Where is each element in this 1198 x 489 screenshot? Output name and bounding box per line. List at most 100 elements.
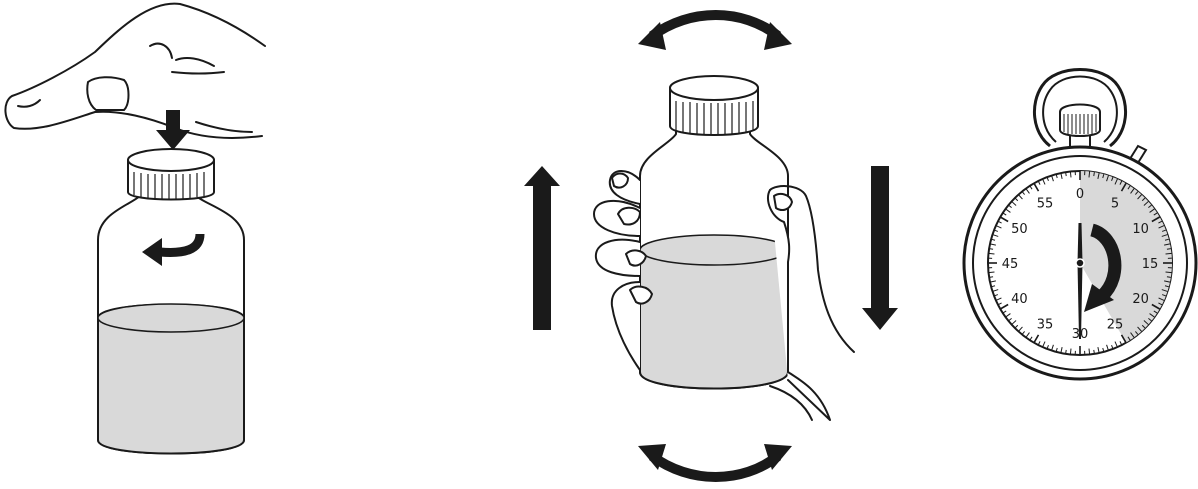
dial-tick bbox=[989, 248, 994, 250]
dial-tick bbox=[1106, 344, 1109, 351]
stopwatch-hand bbox=[1077, 223, 1083, 339]
dial-tick bbox=[1011, 320, 1017, 325]
rotate-arrow-icon bbox=[638, 444, 792, 482]
dial-tick bbox=[1161, 229, 1167, 232]
dial-tick bbox=[1046, 344, 1049, 350]
dial-labels: 0510152025303540455055 bbox=[1002, 187, 1159, 342]
dial-tick bbox=[1060, 347, 1063, 354]
dial-tick bbox=[1051, 175, 1054, 182]
dial-tick bbox=[1153, 310, 1158, 314]
dial-tick bbox=[1055, 174, 1058, 179]
dial-tick bbox=[995, 297, 1002, 301]
dial-tick bbox=[989, 280, 996, 283]
panel-shake-bottle bbox=[524, 10, 898, 482]
dial-tick bbox=[1111, 344, 1114, 350]
dial-tick bbox=[1120, 334, 1127, 344]
dial-tick bbox=[1164, 243, 1171, 246]
dial-tick bbox=[1148, 317, 1152, 322]
bottle-icon bbox=[639, 75, 789, 390]
dial-tick bbox=[1137, 326, 1142, 332]
dial-label: 50 bbox=[1011, 222, 1028, 237]
dial-tick bbox=[1106, 175, 1109, 182]
dial-tick bbox=[1102, 174, 1105, 179]
clockwise-arrow-head bbox=[1084, 284, 1114, 312]
dial-tick bbox=[1002, 212, 1007, 216]
dial-tick bbox=[1102, 347, 1105, 352]
dial-label: 45 bbox=[1002, 257, 1019, 272]
dial-tick bbox=[1114, 178, 1118, 185]
dial-tick bbox=[1119, 341, 1123, 346]
stopwatch-icon: 0510152025303540455055 bbox=[962, 68, 1198, 381]
dial-tick bbox=[1127, 336, 1131, 341]
dial-tick bbox=[988, 271, 995, 274]
dial-tick bbox=[1137, 194, 1142, 200]
dial-tick bbox=[1148, 204, 1152, 209]
down-arrow-icon bbox=[862, 166, 898, 330]
dial-tick bbox=[991, 238, 996, 241]
hand-icon bbox=[593, 170, 855, 421]
dial-tick bbox=[1033, 334, 1040, 344]
dial-label: 55 bbox=[1037, 196, 1054, 211]
dial-tick bbox=[988, 252, 995, 255]
dial-tick bbox=[1051, 344, 1054, 351]
dial-tick bbox=[997, 220, 1002, 224]
dial-tick bbox=[1065, 349, 1067, 354]
dial-tick bbox=[1069, 348, 1072, 355]
dial-tick bbox=[1029, 185, 1033, 190]
dial-tick bbox=[1119, 180, 1123, 185]
panel-press-and-turn-cap bbox=[4, 2, 266, 455]
dial-tick bbox=[1130, 332, 1135, 338]
dial-tick bbox=[1164, 280, 1171, 283]
dial-tick bbox=[999, 303, 1009, 310]
dial-tick bbox=[999, 216, 1009, 223]
dial-tick bbox=[992, 289, 999, 292]
dial-tick bbox=[1111, 176, 1114, 182]
dial-tick bbox=[1008, 204, 1012, 209]
dial-tick bbox=[1153, 212, 1158, 216]
dial-tick bbox=[1065, 172, 1067, 177]
dial-tick bbox=[1060, 172, 1063, 179]
dial-tick bbox=[1037, 341, 1041, 346]
dial-tick bbox=[1025, 188, 1030, 194]
dial-tick bbox=[1097, 347, 1100, 354]
dial-tick bbox=[1021, 191, 1026, 195]
dial-tick bbox=[995, 225, 1002, 229]
dial-tick bbox=[1025, 332, 1030, 338]
dial-tick bbox=[1158, 297, 1165, 301]
dial-tick bbox=[1151, 303, 1161, 310]
dial-tick bbox=[997, 302, 1002, 306]
dial-tick bbox=[1158, 220, 1163, 224]
dial-tick bbox=[1042, 341, 1046, 348]
dial-label: 35 bbox=[1037, 318, 1054, 333]
dial-ticks bbox=[988, 171, 1172, 355]
dial-tick bbox=[1069, 171, 1072, 178]
dial-tick bbox=[1029, 336, 1033, 341]
dial-tick bbox=[1014, 324, 1019, 329]
dial-tick bbox=[1161, 289, 1168, 292]
dial-tick bbox=[989, 276, 994, 278]
dial-tick bbox=[1120, 182, 1127, 192]
dial-tick bbox=[1165, 252, 1172, 255]
dial-tick bbox=[1033, 182, 1040, 192]
dial-tick bbox=[1018, 194, 1023, 200]
dial-tick bbox=[1161, 234, 1168, 237]
turn-arrow-icon bbox=[142, 233, 205, 266]
dial-tick bbox=[1005, 208, 1011, 213]
dial-label: 15 bbox=[1142, 257, 1159, 272]
dial-tick bbox=[1141, 324, 1146, 329]
dial-tick bbox=[1166, 276, 1171, 278]
dial-tick bbox=[993, 229, 999, 232]
dial-tick bbox=[1165, 271, 1172, 274]
dial-tick bbox=[1037, 180, 1041, 185]
dial-tick bbox=[1166, 248, 1171, 250]
dial-label: 0 bbox=[1076, 187, 1084, 202]
dial-tick bbox=[1134, 331, 1139, 335]
dial-tick bbox=[1088, 348, 1091, 355]
dial-tick bbox=[1164, 285, 1169, 288]
dial-tick bbox=[1164, 238, 1169, 241]
rotate-arrow-icon bbox=[638, 10, 792, 50]
dial-tick bbox=[1114, 341, 1118, 348]
dial-tick bbox=[1158, 302, 1163, 306]
dial-tick bbox=[991, 285, 996, 288]
